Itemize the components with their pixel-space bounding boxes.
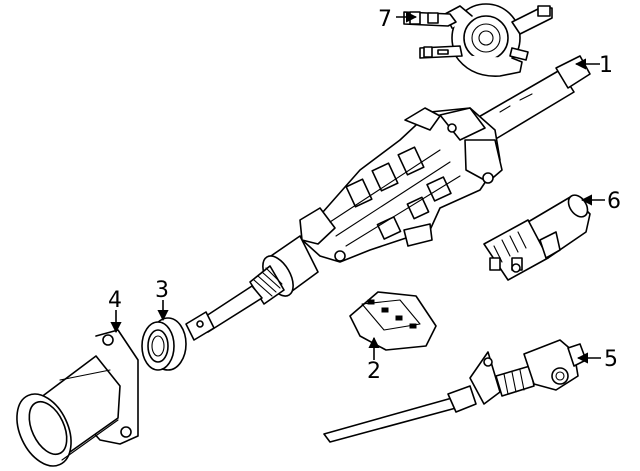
callout-6: 6 [607, 189, 621, 214]
part-1-steering-column[interactable] [185, 55, 591, 341]
part-6-actuator-motor[interactable] [483, 192, 591, 281]
leader-lines [110, 11, 605, 364]
part-5-cable-lever[interactable] [323, 339, 587, 443]
part-3-bearing[interactable] [141, 317, 187, 371]
part-7-combination-switch[interactable] [403, 3, 553, 77]
callout-3: 3 [155, 278, 169, 303]
callout-2: 2 [367, 359, 381, 384]
callout-5: 5 [604, 347, 618, 372]
callout-7: 7 [378, 7, 392, 32]
callout-4: 4 [108, 288, 122, 313]
part-4-cover-boot[interactable] [6, 329, 139, 471]
callout-1: 1 [599, 53, 613, 78]
part-2-bracket[interactable] [349, 291, 437, 351]
